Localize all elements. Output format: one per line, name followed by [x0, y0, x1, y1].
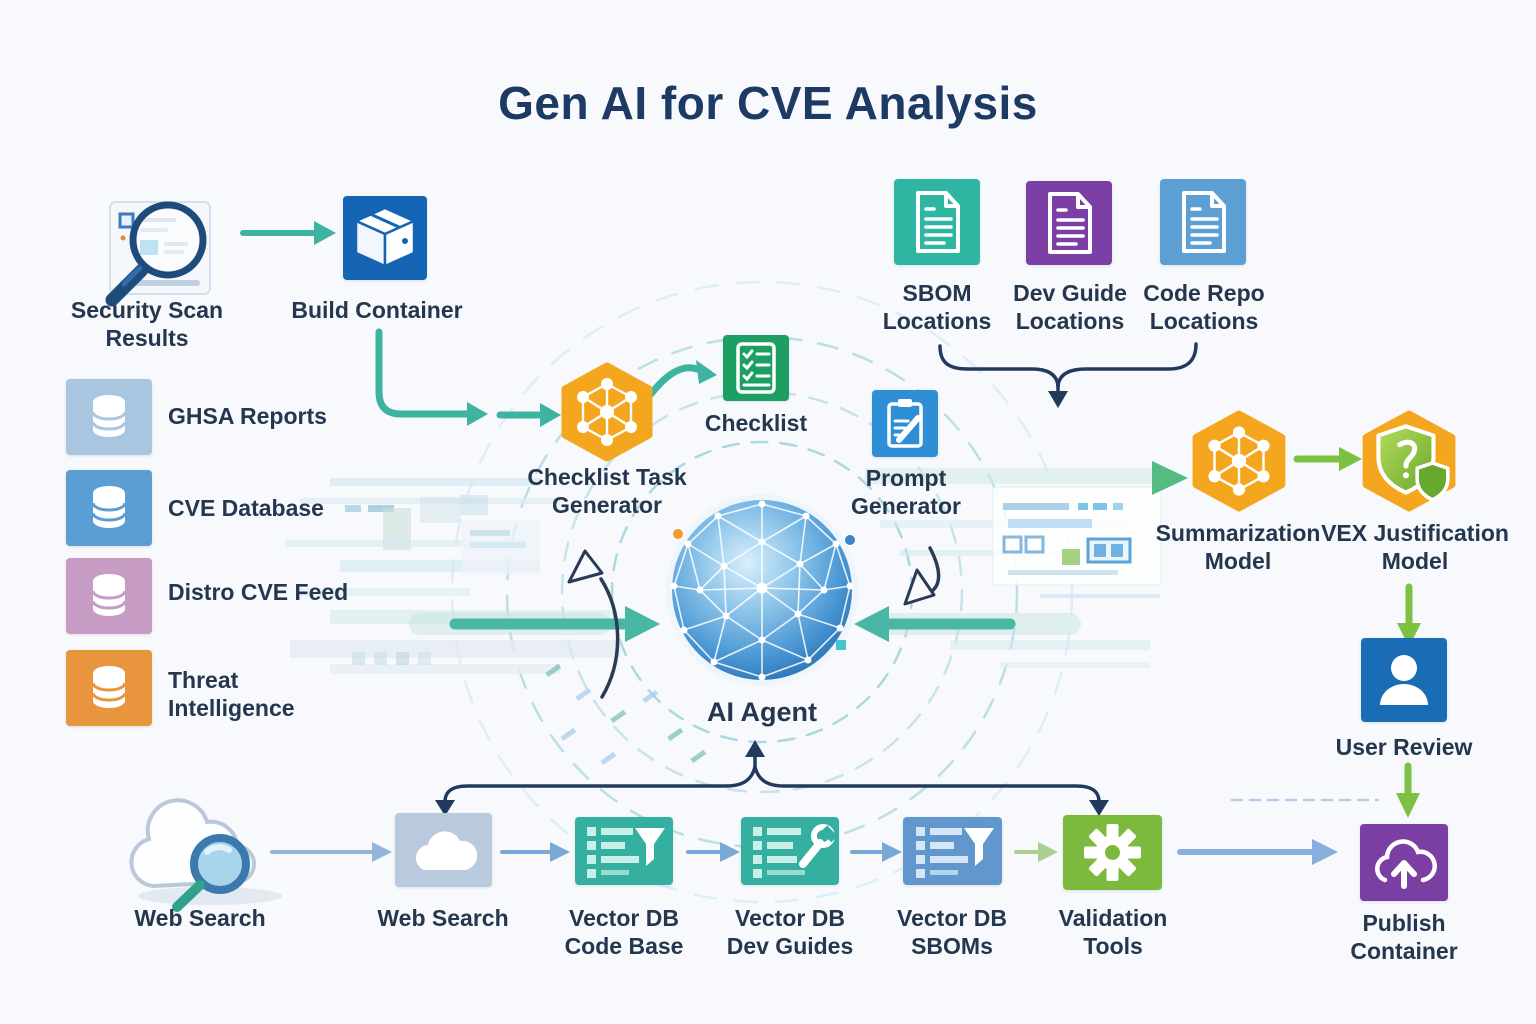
checklist-label: Checklist: [704, 410, 808, 436]
threat-intelligence-label: Threat Intelligence: [168, 667, 295, 721]
ghsa-label: GHSA Reports: [168, 403, 327, 429]
checklist-icon: [723, 335, 789, 401]
build-container-icon: [343, 196, 427, 280]
web-search-cloud-icon: [129, 798, 282, 912]
dev-guide-locations-label: Dev Guide Locations: [1013, 280, 1127, 334]
web-search-cloud-label: Web Search: [134, 905, 266, 931]
vector-db-dev-guides-icon: [741, 817, 839, 885]
ghsa-database-icon: [66, 379, 152, 455]
web-search-tool-label: Web Search: [377, 905, 509, 931]
code-repo-locations-icon: [1160, 179, 1246, 265]
vex-justification-model-icon: [1362, 410, 1456, 512]
security-scan-icon: [105, 201, 211, 307]
publish-container-label: Publish Container: [1350, 910, 1458, 964]
sbom-locations-label: SBOM Locations: [882, 280, 992, 334]
vector-db-code-base-icon: [575, 817, 673, 885]
vex-justification-model-label: VEX Justification Model: [1321, 520, 1509, 574]
left-streaks: [285, 478, 620, 674]
page-title: Gen AI for CVE Analysis: [498, 77, 1038, 129]
distro-cve-feed-label: Distro CVE Feed: [168, 579, 349, 605]
vector-db-code-base-label: Vector DB Code Base: [564, 905, 684, 959]
build-container-label: Build Container: [291, 297, 463, 323]
vector-db-dev-guides-label: Vector DB Dev Guides: [726, 905, 854, 959]
user-review-icon: [1361, 638, 1447, 722]
ai-agent-label: AI Agent: [707, 697, 817, 727]
user-review-label: User Review: [1335, 734, 1473, 760]
security-scan-label: Security Scan Results: [70, 297, 224, 351]
web-search-tool-icon: [395, 813, 492, 887]
validation-tools-label: Validation Tools: [1058, 905, 1168, 959]
vector-db-sboms-label: Vector DB SBOMs: [897, 905, 1007, 959]
cve-database-label: CVE Database: [168, 495, 324, 521]
validation-tools-icon: [1063, 815, 1162, 890]
checklist-task-generator-label: Checklist Task Generator: [527, 464, 687, 518]
publish-container-icon: [1360, 824, 1448, 901]
sbom-locations-icon: [894, 179, 980, 265]
code-repo-locations-label: Code Repo Locations: [1143, 280, 1265, 334]
prompt-generator-icon: [872, 390, 938, 457]
vector-db-sboms-icon: [903, 817, 1002, 885]
checklist-task-generator-icon: [561, 362, 653, 462]
dev-guide-locations-icon: [1026, 181, 1112, 265]
ai-agent-sphere: [666, 494, 858, 686]
threat-intelligence-icon: [66, 650, 152, 726]
distro-cve-feed-icon: [66, 558, 152, 634]
prompt-generator-label: Prompt Generator: [851, 465, 961, 519]
summarization-model-label: Summarization Model: [1155, 520, 1321, 574]
summarization-model-icon: [1192, 410, 1286, 512]
cve-database-icon: [66, 470, 152, 546]
small-dashes: [545, 663, 707, 766]
